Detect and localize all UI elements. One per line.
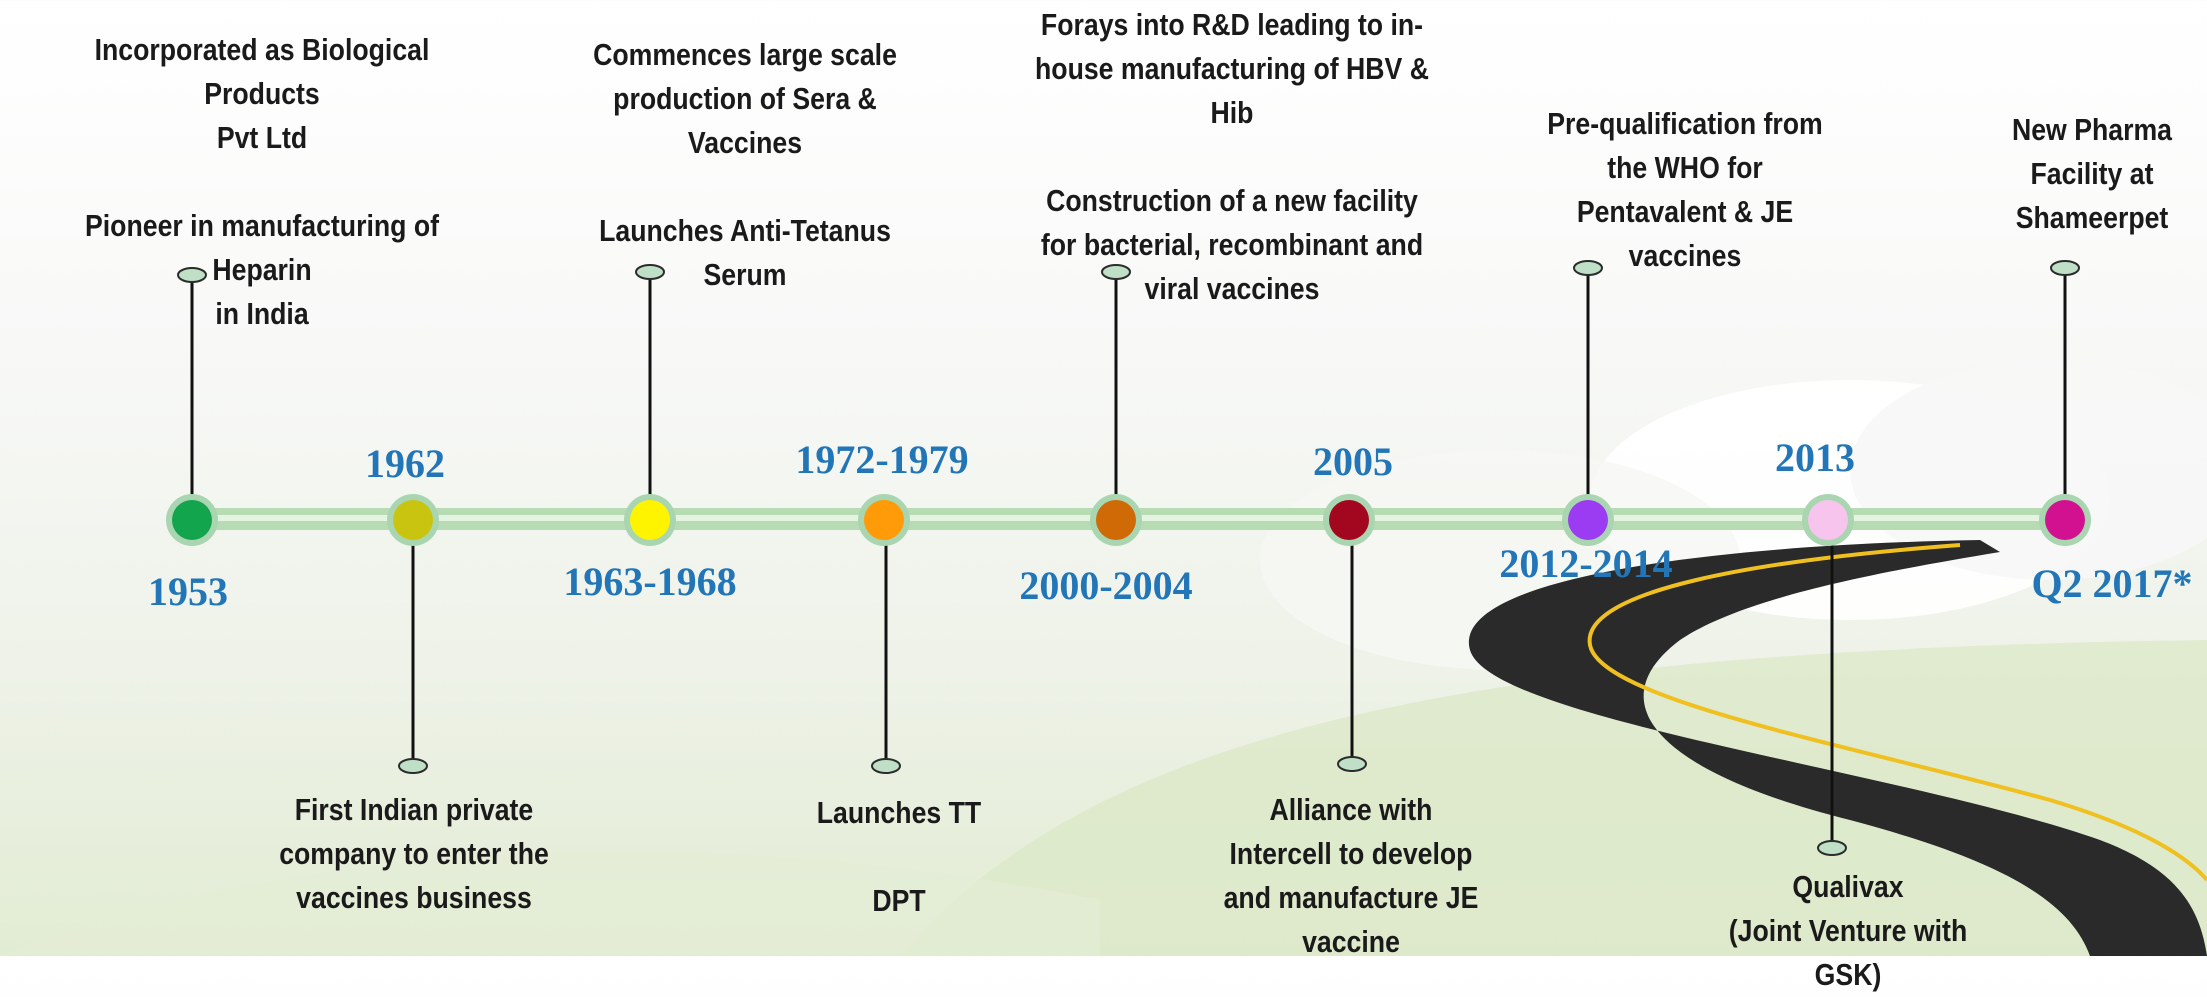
milestone-year: 2000-2004: [1019, 563, 1193, 608]
milestone-year: 1962: [365, 441, 445, 486]
description-line: Pentavalent & JE: [1576, 194, 1794, 229]
milestone-dot: [864, 500, 904, 540]
description-line: Vaccines: [687, 125, 803, 160]
description-line: Pre-qualification from: [1547, 106, 1823, 141]
description-line: company to enter the: [279, 836, 549, 871]
description-line: Alliance with: [1269, 792, 1433, 827]
milestone-stem-cap: [635, 264, 665, 280]
milestone-dot: [1096, 500, 1136, 540]
description-line: Pvt Ltd: [216, 120, 308, 155]
milestone-stem-cap: [398, 758, 428, 774]
milestone-year: 2013: [1775, 435, 1855, 480]
description-line: Intercell to develop: [1229, 836, 1473, 871]
description-spacer: [590, 165, 900, 209]
description-line: Qualivax: [1792, 869, 1904, 904]
description-spacer: [38, 160, 485, 204]
description-line: vaccine: [1302, 924, 1400, 959]
milestone-year: 2005: [1313, 439, 1393, 484]
milestone-year: 1963-1968: [563, 559, 737, 604]
milestone-dot: [630, 500, 670, 540]
description-line: house manufacturing of HBV &: [1034, 51, 1429, 86]
description-line: Pioneer in manufacturing of Heparin: [84, 208, 440, 287]
description-line: Construction of a new facility: [1046, 183, 1418, 218]
milestone-year: 1953: [148, 569, 228, 614]
description-line: viral vaccines: [1144, 271, 1320, 306]
road-illustration: [1468, 540, 2207, 956]
description-line: DPT: [872, 883, 926, 918]
description-line: First Indian private: [294, 792, 534, 827]
description-line: vaccines: [1628, 238, 1742, 273]
milestone-description: Launches TT DPT: [804, 791, 993, 923]
description-line: Shameerpet: [2015, 200, 2169, 235]
description-line: Commences large scale: [593, 37, 897, 72]
description-line: Hib: [1210, 95, 1254, 130]
milestone-description: Commences large scale production of Sera …: [590, 33, 900, 297]
milestone-stem-cap: [1101, 264, 1131, 280]
timeline-diagram: [0, 260, 2207, 956]
milestone-stem-cap: [2050, 260, 2080, 276]
description-line: Launches TT: [816, 795, 982, 830]
description-spacer: [804, 835, 993, 879]
milestone-stem-cap: [177, 267, 207, 283]
description-line: Forays into R&D leading to in-: [1040, 7, 1424, 42]
description-line: Serum: [703, 257, 787, 292]
milestone-dot: [2045, 500, 2085, 540]
description-line: and manufacture JE: [1223, 880, 1479, 915]
description-line: for bacterial, recombinant and: [1040, 227, 1424, 262]
milestone-stem-cap: [1337, 756, 1367, 772]
description-line: vaccines business: [296, 880, 532, 915]
description-line: in India: [215, 296, 309, 331]
milestone-stem-cap: [871, 758, 901, 774]
milestone-dot: [172, 500, 212, 540]
description-line: production of Sera &: [613, 81, 877, 116]
milestone-description: Qualivax (Joint Venture with GSK): [1702, 865, 1994, 997]
description-line: the WHO for: [1607, 150, 1763, 185]
milestone-description: First Indian private company to enter the…: [276, 788, 551, 920]
milestone-year: 1972-1979: [795, 437, 969, 482]
description-line: Facility at: [2030, 156, 2154, 191]
milestone-year: 2012-2014: [1499, 541, 1673, 586]
milestone-stem-cap: [1817, 840, 1847, 856]
milestone-dot: [1568, 500, 1608, 540]
description-line: New Pharma: [2011, 112, 2173, 147]
description-line: Incorporated as Biological Products: [94, 32, 430, 111]
milestone-description: Forays into R&D leading to in-house manu…: [1034, 3, 1430, 311]
milestone-dot: [393, 500, 433, 540]
description-line: (Joint Venture with GSK): [1728, 913, 1968, 992]
milestone-dot: [1329, 500, 1369, 540]
milestone-stem-cap: [1573, 260, 1603, 276]
description-line: Launches Anti-Tetanus: [599, 213, 891, 248]
milestone-year: Q2 2017*: [2031, 561, 2193, 606]
milestone-dot: [1808, 500, 1848, 540]
description-spacer: [1034, 135, 1430, 179]
